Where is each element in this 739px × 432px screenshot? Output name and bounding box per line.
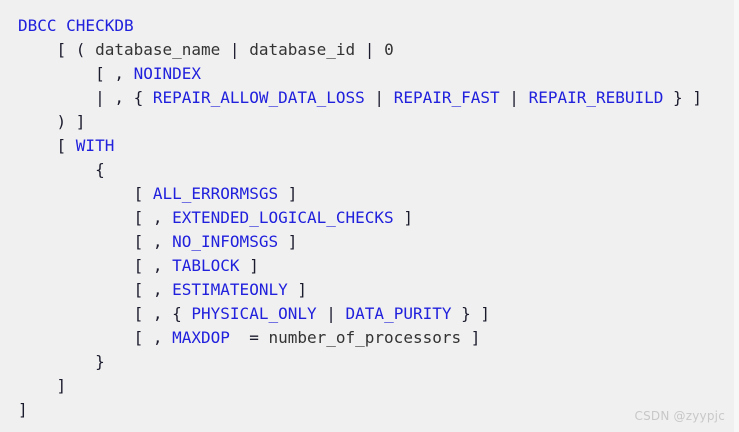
code-line: { — [0, 158, 702, 182]
code-line: [ , EXTENDED_LOGICAL_CHECKS ] — [0, 206, 702, 230]
sql-identifier: database_name — [95, 40, 221, 59]
code-line: | , { REPAIR_ALLOW_DATA_LOSS | REPAIR_FA… — [0, 86, 702, 110]
sql-punctuation: } ] — [451, 304, 491, 323]
sql-punctuation: [ , — [95, 64, 134, 83]
sql-punctuation: | — [220, 40, 250, 59]
code-line: ] — [0, 398, 702, 422]
code-line: ) ] — [0, 110, 702, 134]
sql-punctuation — [18, 256, 134, 275]
code-line: [ ( database_name | database_id | 0 — [0, 38, 702, 62]
code-line: [ , NO_INFOMSGS ] — [0, 230, 702, 254]
sql-punctuation: [ , — [133, 280, 173, 299]
sql-keyword: REPAIR_FAST — [393, 88, 500, 107]
code-line: [ , ESTIMATEONLY ] — [0, 278, 702, 302]
sql-keyword: REPAIR_ALLOW_DATA_LOSS — [152, 88, 365, 107]
sql-punctuation: [ — [133, 184, 153, 203]
sql-code-block[interactable]: DBCC CHECKDB [ ( database_name | databas… — [0, 14, 702, 422]
sql-punctuation: [ , — [133, 256, 173, 275]
sql-keyword: EXTENDED_LOGICAL_CHECKS — [172, 208, 394, 227]
code-line: [ WITH — [0, 134, 702, 158]
sql-keyword: WITH — [75, 136, 115, 155]
sql-punctuation — [18, 352, 95, 371]
sql-punctuation: = — [229, 328, 269, 347]
sql-punctuation: | , { — [95, 88, 153, 107]
sql-punctuation: ) ] — [56, 112, 86, 131]
sql-keyword: PHYSICAL_ONLY — [191, 304, 317, 323]
sql-punctuation — [18, 64, 95, 83]
sql-punctuation: [ — [56, 136, 76, 155]
sql-identifier: 0 — [384, 40, 394, 59]
sql-punctuation: | — [316, 304, 346, 323]
sql-punctuation: [ ( — [56, 40, 96, 59]
sql-keyword: TABLOCK — [172, 256, 240, 275]
sql-punctuation: ] — [393, 208, 413, 227]
code-line: [ ALL_ERRORMSGS ] — [0, 182, 702, 206]
sql-punctuation: ] — [239, 256, 259, 275]
code-line: [ , MAXDOP = number_of_processors ] — [0, 326, 702, 350]
sql-punctuation — [18, 160, 95, 179]
sql-keyword: DATA_PURITY — [345, 304, 452, 323]
csdn-watermark: CSDN @zyypjc — [634, 409, 725, 423]
sql-keyword: REPAIR_REBUILD — [528, 88, 664, 107]
code-line: } — [0, 350, 702, 374]
sql-punctuation: } — [95, 352, 105, 371]
sql-punctuation: ] — [56, 376, 67, 395]
sql-punctuation — [18, 184, 134, 203]
code-line: DBCC CHECKDB — [0, 14, 702, 38]
sql-punctuation: ] — [287, 280, 307, 299]
sql-punctuation: | — [499, 88, 529, 107]
sql-punctuation — [18, 232, 134, 251]
sql-punctuation: [ , — [133, 232, 173, 251]
sql-keyword: ALL_ERRORMSGS — [152, 184, 279, 203]
sql-punctuation: ] — [18, 400, 28, 419]
sql-punctuation — [18, 304, 134, 323]
sql-punctuation — [18, 136, 57, 155]
sql-identifier: number_of_processors — [268, 328, 462, 347]
sql-punctuation: ] — [461, 328, 481, 347]
sql-keyword: MAXDOP — [172, 328, 230, 347]
right-edge-gutter — [734, 0, 739, 432]
sql-punctuation: ] — [278, 232, 298, 251]
sql-keyword: DBCC CHECKDB — [18, 16, 134, 35]
code-line: ] — [0, 374, 702, 398]
sql-punctuation — [18, 280, 134, 299]
code-line: [ , TABLOCK ] — [0, 254, 702, 278]
sql-punctuation — [18, 328, 134, 347]
sql-keyword: NOINDEX — [133, 64, 202, 83]
sql-identifier: database_id — [249, 40, 356, 59]
sql-punctuation: ] — [278, 184, 298, 203]
sql-punctuation: | — [355, 40, 385, 59]
sql-keyword: ESTIMATEONLY — [172, 280, 288, 299]
sql-punctuation — [18, 208, 134, 227]
sql-punctuation: } ] — [663, 88, 702, 107]
code-line: [ , NOINDEX — [0, 62, 702, 86]
code-line: [ , { PHYSICAL_ONLY | DATA_PURITY } ] — [0, 302, 702, 326]
sql-punctuation: | — [364, 88, 394, 107]
sql-punctuation: [ , { — [133, 304, 192, 323]
sql-punctuation: [ , — [133, 208, 173, 227]
sql-keyword: NO_INFOMSGS — [172, 232, 279, 251]
sql-punctuation — [18, 112, 57, 131]
sql-punctuation: [ , — [133, 328, 173, 347]
sql-punctuation — [18, 88, 95, 107]
sql-punctuation: { — [95, 160, 105, 179]
sql-punctuation — [18, 40, 57, 59]
sql-punctuation — [18, 376, 57, 395]
